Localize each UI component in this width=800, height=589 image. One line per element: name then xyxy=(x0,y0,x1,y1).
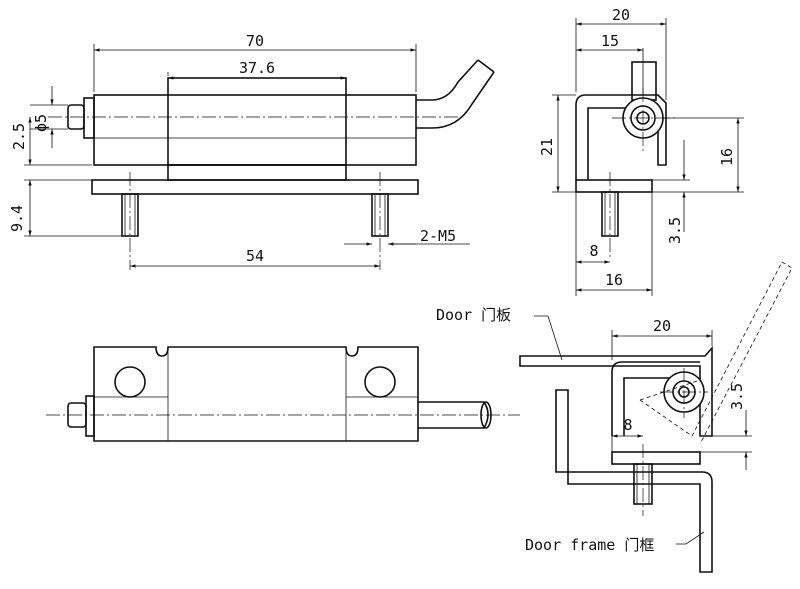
installation-view: 20 3.5 8 xyxy=(519,261,793,573)
dim-install-offset: 8 xyxy=(623,416,632,434)
dim-side-width: 20 xyxy=(612,6,630,24)
dim-front-body: 37.6 xyxy=(239,59,275,77)
dim-side-height: 21 xyxy=(538,138,556,156)
dim-front-length: 70 xyxy=(246,32,264,50)
front-view: 70 37.6 ϕ5 2.5 9.4 54 2-M5 xyxy=(8,32,495,270)
door-frame-label: Door frame 门框 xyxy=(525,536,654,554)
dim-front-stud-len: 9.4 xyxy=(8,205,26,232)
dim-front-pin-dia: ϕ5 xyxy=(32,114,50,132)
dim-front-pin-offset: 2.5 xyxy=(10,123,28,150)
side-view: 20 15 21 16 3.5 8 16 xyxy=(538,6,744,296)
door-label: Door 门板 xyxy=(436,306,511,324)
dim-install-gap: 3.5 xyxy=(728,383,746,410)
dim-side-right-height: 16 xyxy=(718,148,736,166)
dim-side-plate: 3.5 xyxy=(666,217,684,244)
dim-front-hole-pitch: 54 xyxy=(246,247,264,265)
dim-side-base: 16 xyxy=(605,271,623,289)
dim-install-width: 20 xyxy=(653,317,671,335)
dim-front-thread: 2-M5 xyxy=(420,227,456,245)
dim-side-stud-offset: 8 xyxy=(589,242,598,260)
dim-side-axis: 15 xyxy=(601,32,619,50)
top-view xyxy=(46,346,520,442)
